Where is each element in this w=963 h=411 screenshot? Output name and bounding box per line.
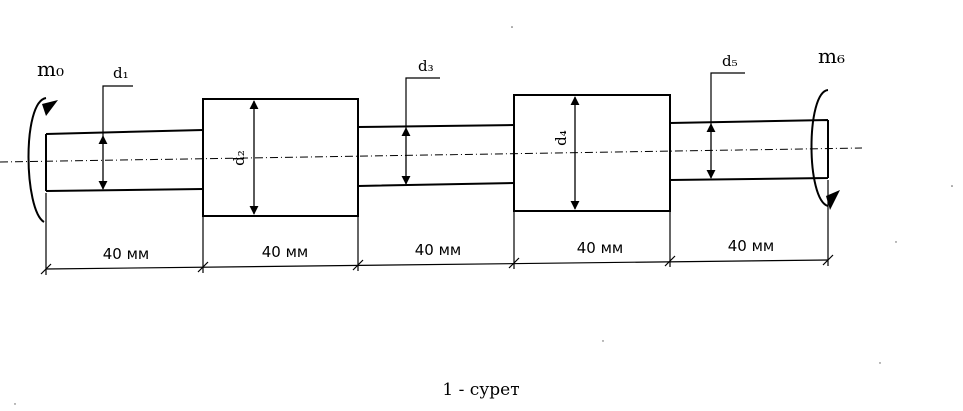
segment-length-5: 40 мм [728, 237, 775, 255]
shaft [45, 94, 829, 217]
torque-right [810, 89, 840, 210]
segment-length-4: 40 мм [577, 239, 624, 257]
d1-leader [102, 85, 133, 136]
segment-length-2: 40 мм [262, 243, 309, 261]
diameter-arrows [98, 96, 716, 215]
tick-1 [197, 261, 209, 273]
moment-right-label: m₆ [818, 44, 845, 68]
d3-label: d₃ [418, 57, 434, 75]
tick-4 [664, 255, 676, 267]
torque-left [27, 97, 58, 223]
dim-baseline [45, 259, 829, 270]
d5-label: d₅ [722, 52, 738, 70]
d4-label: d₄ [552, 130, 570, 146]
segment-4 [513, 94, 671, 212]
segment-1 [45, 129, 204, 192]
d2-label: d₂ [230, 150, 248, 166]
torque-left-curve [27, 97, 47, 223]
tick-2 [352, 259, 364, 271]
d5-leader [710, 72, 745, 124]
scan-noise [14, 26, 953, 405]
segment-length-3: 40 мм [415, 241, 462, 259]
tick-0 [40, 263, 52, 275]
moment-left-label: m₀ [37, 57, 64, 81]
tick-3 [508, 257, 520, 269]
segment-3 [357, 124, 515, 187]
figure-caption: 1 - сурет [442, 380, 519, 400]
length-dimension [40, 180, 834, 275]
leader-lines [102, 72, 745, 136]
d1-label: d₁ [113, 64, 129, 82]
tick-5 [822, 254, 834, 266]
torque-left-head [42, 100, 58, 116]
torque-right-curve [810, 89, 829, 207]
segment-length-1: 40 мм [103, 245, 150, 263]
segment-5 [669, 119, 829, 181]
segment-2 [202, 98, 359, 217]
d3-leader [405, 77, 440, 128]
torque-right-head [826, 190, 840, 210]
centerline [0, 147, 863, 163]
